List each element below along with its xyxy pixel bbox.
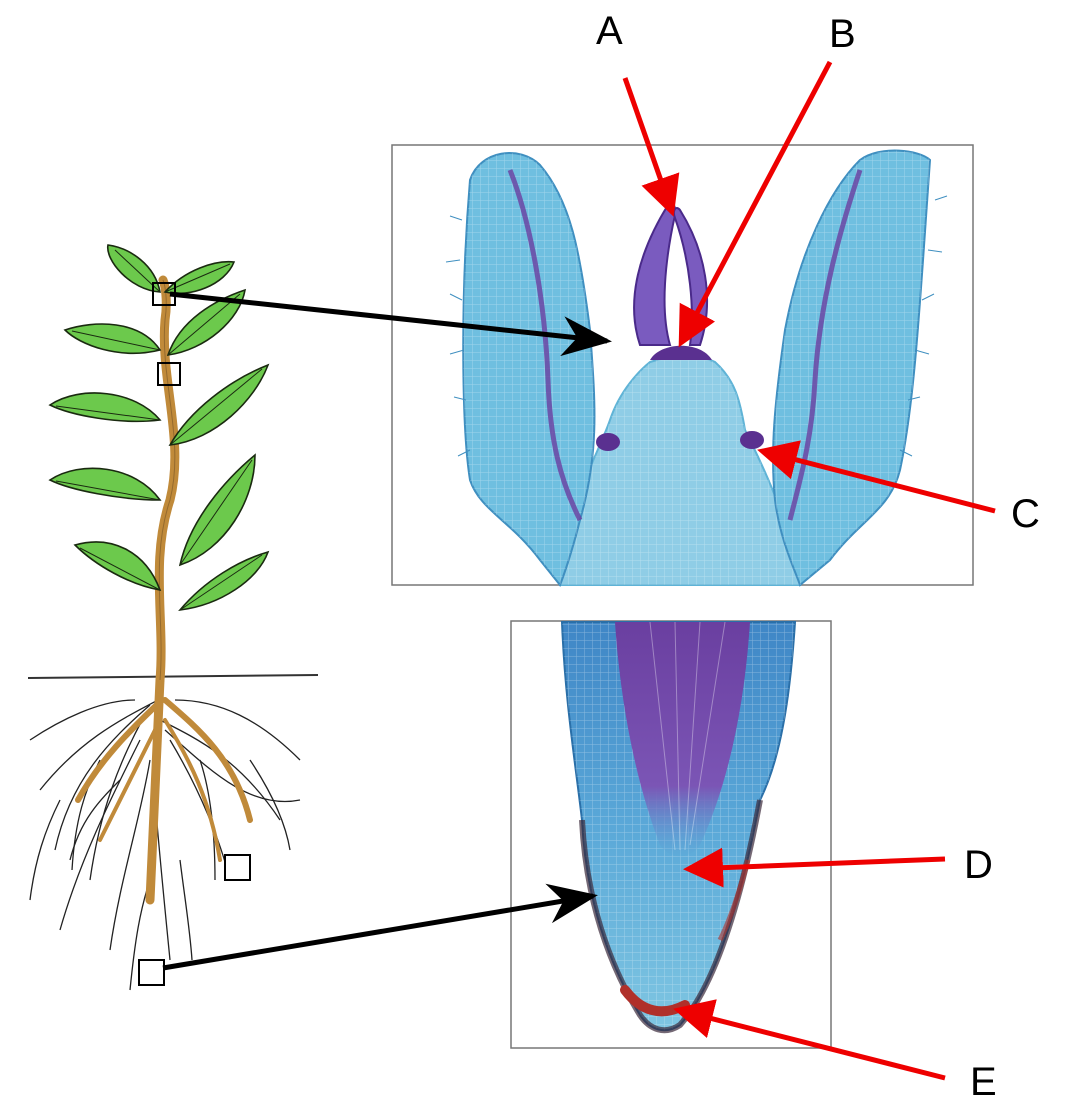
- ground-line: [28, 675, 318, 678]
- plant-illustration: [28, 245, 318, 990]
- label-a: A: [596, 9, 623, 53]
- root-tip-micrograph: [511, 621, 831, 1048]
- stem: [159, 280, 175, 680]
- label-c: C: [1011, 492, 1040, 536]
- fine-roots: [30, 700, 300, 990]
- lateral-root-box: [225, 855, 250, 880]
- label-d: D: [964, 843, 993, 887]
- label-e: E: [970, 1060, 997, 1101]
- root-tip-box: [139, 960, 164, 985]
- label-b: B: [829, 12, 856, 56]
- shoot-apex-micrograph: [392, 145, 973, 585]
